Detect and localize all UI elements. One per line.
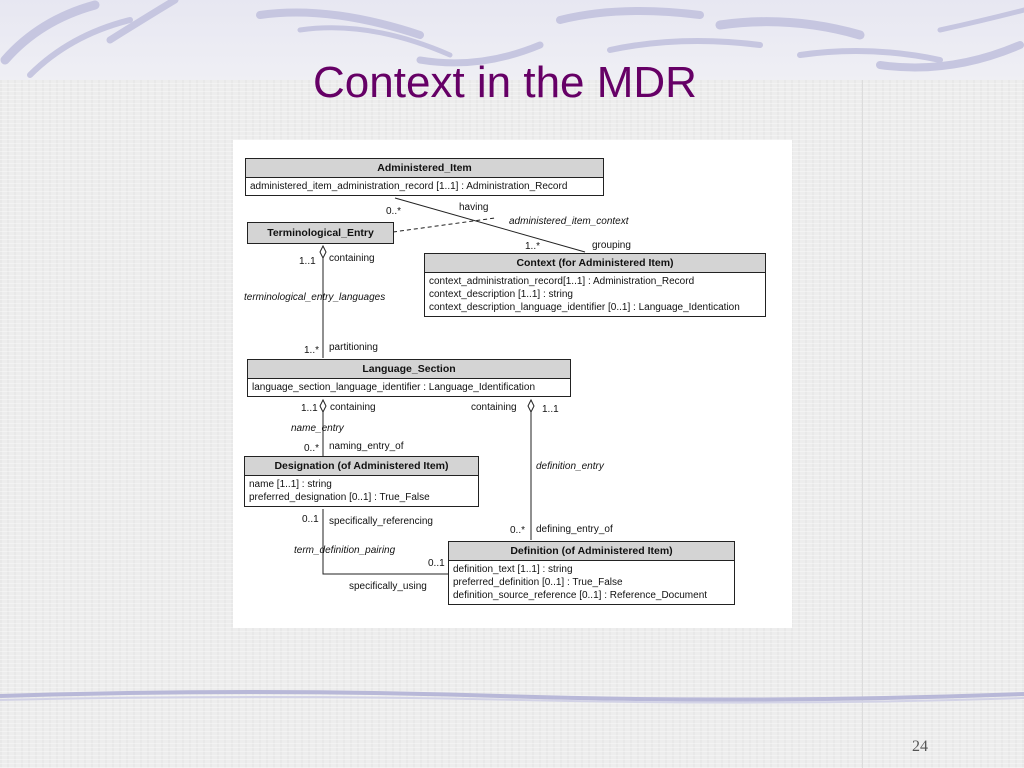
multiplicity-label: 0..* [304, 443, 320, 454]
assoc-context-dashed-line [392, 217, 496, 233]
attribute: language_section_language_identifier : L… [252, 382, 536, 393]
aggregation-diamond-lang-right [527, 398, 535, 414]
class-name: Terminological_Entry [248, 223, 393, 243]
role-label-specifically-using: specifically_using [349, 581, 427, 592]
role-label-having: having [459, 202, 489, 213]
association-name-name-entry: name_entry [291, 423, 344, 434]
multiplicity-label: 1..* [304, 345, 320, 356]
uml-diagram: Administered_Item administered_item_admi… [233, 140, 792, 628]
multiplicity-label: 1..* [525, 241, 541, 252]
role-label-specifically-referencing: specifically_referencing [329, 516, 433, 527]
class-attributes: definition_text [1..1] : string preferre… [449, 561, 734, 604]
class-definition: Definition (of Administered Item) defini… [448, 541, 735, 605]
class-attributes: context_administration_record[1..1] : Ad… [425, 273, 765, 316]
class-language-section: Language_Section language_section_langua… [247, 359, 571, 397]
class-designation: Designation (of Administered Item) name … [244, 456, 479, 507]
assoc-pairing-line [322, 509, 448, 575]
attribute: definition_text [1..1] : string [453, 564, 573, 575]
class-name: Definition (of Administered Item) [449, 542, 734, 561]
class-name: Designation (of Administered Item) [245, 457, 478, 476]
decorative-divider [862, 80, 863, 768]
role-label-containing: containing [330, 402, 376, 413]
association-name-context: administered_item_context [509, 216, 629, 227]
decorative-footer-line [0, 690, 1024, 704]
decorative-header-band [0, 0, 1024, 80]
role-label-naming-entry-of: naming_entry_of [329, 441, 404, 452]
class-administered-item: Administered_Item administered_item_admi… [245, 158, 604, 196]
association-name-term-definition-pairing: term_definition_pairing [294, 545, 396, 556]
aggregation-diamond-term [319, 244, 327, 260]
attribute: context_description_language_identifier … [429, 302, 740, 313]
multiplicity-label: 1..1 [299, 256, 316, 267]
role-label-partitioning: partitioning [329, 342, 378, 353]
multiplicity-label: 0..1 [428, 558, 445, 569]
role-label-grouping: grouping [592, 240, 631, 251]
association-lines [319, 197, 586, 575]
attribute: context_description [1..1] : string [429, 289, 573, 300]
attribute: preferred_definition [0..1] : True_False [453, 577, 623, 588]
class-attributes: administered_item_administration_record … [246, 178, 603, 195]
role-label-containing: containing [471, 402, 517, 413]
multiplicity-label: 0..* [386, 206, 402, 217]
decorative-swirls [0, 0, 1024, 78]
attribute: name [1..1] : string [249, 479, 332, 490]
attribute: context_administration_record[1..1] : Ad… [429, 276, 695, 287]
class-terminological-entry: Terminological_Entry [247, 222, 394, 244]
multiplicity-label: 1..1 [542, 404, 559, 415]
class-name: Administered_Item [246, 159, 603, 178]
attribute: administered_item_administration_record … [250, 181, 568, 192]
class-context: Context (for Administered Item) context_… [424, 253, 766, 317]
multiplicity-label: 1..1 [301, 403, 318, 414]
association-name-definition-entry: definition_entry [536, 461, 604, 472]
role-label-containing: containing [329, 253, 375, 264]
association-name-languages: terminological_entry_languages [244, 292, 386, 303]
multiplicity-label: 0..* [510, 525, 526, 536]
role-label-defining-entry-of: defining_entry_of [536, 524, 613, 535]
attribute: definition_source_reference [0..1] : Ref… [453, 590, 708, 601]
class-attributes: name [1..1] : string preferred_designati… [245, 476, 478, 506]
attribute: preferred_designation [0..1] : True_Fals… [249, 492, 430, 503]
assoc-having-line [394, 197, 586, 253]
page-number: 24 [912, 738, 928, 755]
class-name: Language_Section [248, 360, 570, 379]
slide-title: Context in the MDR [313, 58, 697, 107]
multiplicity-label: 0..1 [302, 514, 319, 525]
class-name: Context (for Administered Item) [425, 254, 765, 273]
class-attributes: language_section_language_identifier : L… [248, 379, 570, 396]
aggregation-diamond-lang-left [319, 398, 327, 414]
